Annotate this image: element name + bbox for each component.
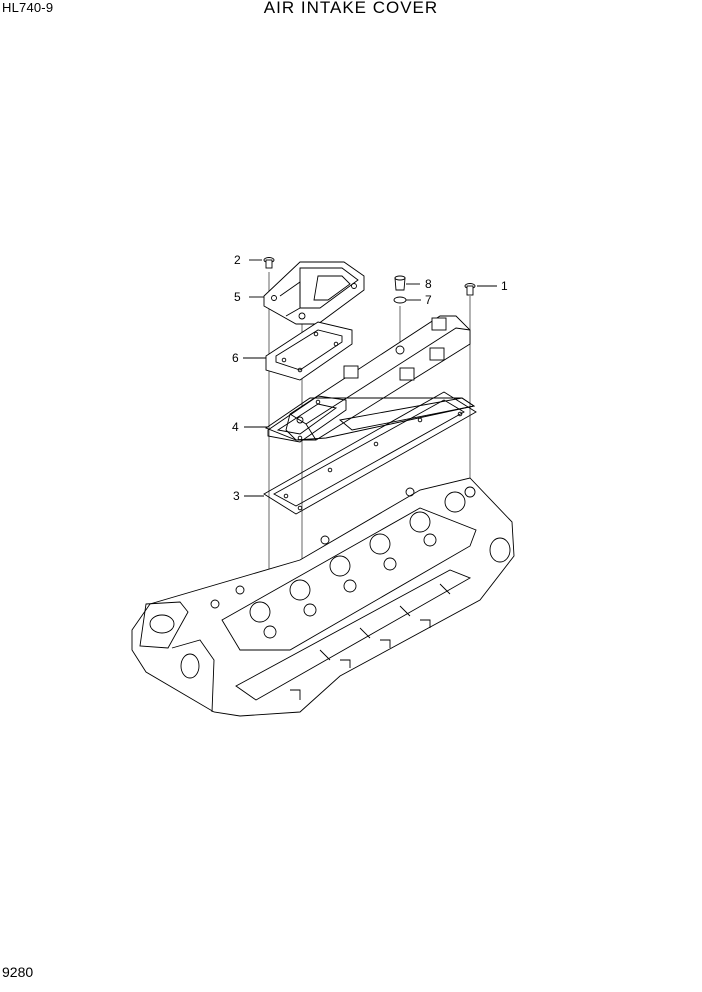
cylinder-head — [131, 477, 515, 717]
page-number: 9280 — [2, 964, 34, 980]
callout-6: 6 — [232, 351, 239, 365]
part-2-bolt — [249, 257, 275, 269]
callout-7: 7 — [425, 293, 432, 307]
callout-4: 4 — [232, 420, 239, 434]
part-8-plug — [394, 275, 420, 291]
callout-1: 1 — [501, 279, 508, 293]
page-title: AIR INTAKE COVER — [263, 0, 439, 17]
callout-5: 5 — [234, 290, 241, 304]
callout-3: 3 — [233, 489, 240, 503]
model-code: HL740-9 — [2, 0, 54, 15]
part-6-gasket — [243, 321, 353, 381]
part-7-o-ring — [393, 296, 421, 304]
callout-2: 2 — [234, 253, 241, 267]
part-5-intake-cover — [249, 261, 365, 325]
part-1-bolt — [464, 283, 497, 296]
part-3-gasket — [244, 391, 477, 515]
callout-8: 8 — [425, 277, 432, 291]
intake-manifold-cover — [285, 315, 471, 441]
